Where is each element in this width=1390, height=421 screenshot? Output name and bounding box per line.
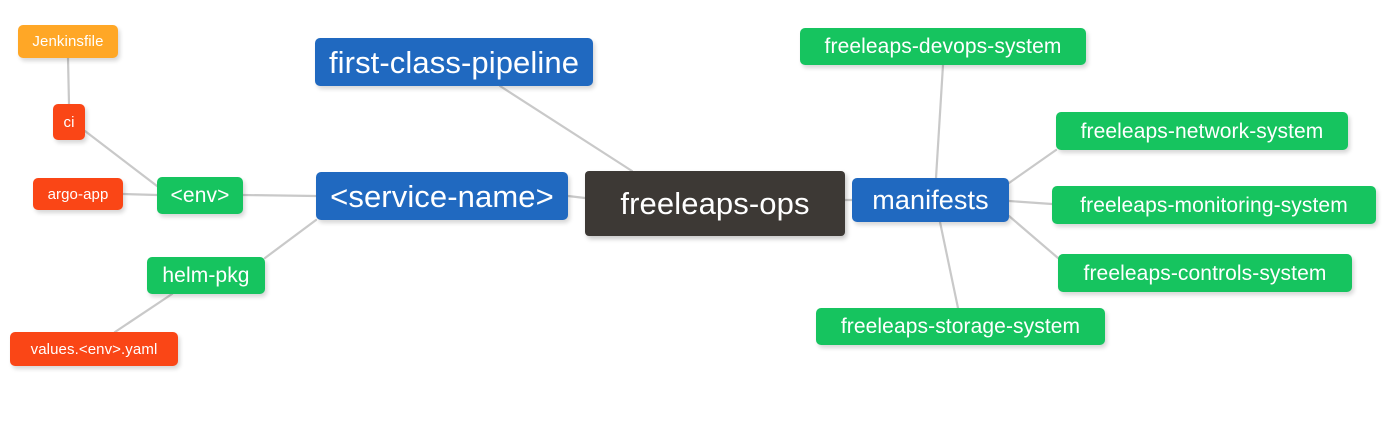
node-label: freeleaps-storage-system [840,315,1081,338]
edge-service-name-to-freeleaps-ops [566,194,587,200]
edge-helm-pkg-to-values-yaml [113,292,174,334]
edge-env-to-service-name [241,193,318,198]
node-freeleaps-storage-system[interactable]: freeleaps-storage-system [816,308,1105,345]
node-first-class-pipeline[interactable]: first-class-pipeline [315,38,593,86]
edge-manifests-to-freeleaps-monitoring-system [1007,199,1054,206]
node-label: freeleaps-monitoring-system [1080,193,1348,217]
node-label: <service-name> [330,178,554,214]
node-jenkinsfile[interactable]: Jenkinsfile [18,25,118,58]
edge-manifests-to-freeleaps-storage-system [938,220,960,310]
node-label: Jenkinsfile [32,33,104,50]
node-freeleaps-devops-system[interactable]: freeleaps-devops-system [800,28,1086,65]
node-freeleaps-monitoring-system[interactable]: freeleaps-monitoring-system [1052,186,1376,224]
node-label: <env> [170,184,230,207]
node-env[interactable]: <env> [157,177,243,214]
edge-service-name-to-helm-pkg [263,218,318,260]
node-freeleaps-network-system[interactable]: freeleaps-network-system [1056,112,1348,150]
node-manifests[interactable]: manifests [852,178,1009,222]
node-label: ci [63,113,75,131]
node-label: freeleaps-ops [620,186,810,221]
node-label: freeleaps-devops-system [824,35,1062,58]
edge-jenkinsfile-to-ci [66,56,71,106]
edge-first-class-pipeline-to-freeleaps-ops [498,84,634,173]
node-label: freeleaps-network-system [1080,119,1324,143]
node-freeleaps-controls-system[interactable]: freeleaps-controls-system [1058,254,1352,292]
node-freeleaps-ops[interactable]: freeleaps-ops [585,171,845,236]
node-label: values.<env>.yaml [30,340,158,358]
edge-manifests-to-freeleaps-controls-system [1007,214,1060,260]
node-label: helm-pkg [162,264,250,287]
node-label: argo-app [47,185,109,203]
node-values-yaml[interactable]: values.<env>.yaml [10,332,178,366]
edge-manifests-to-freeleaps-devops-system [934,63,945,180]
node-label: manifests [872,184,989,215]
edge-manifests-to-freeleaps-network-system [1007,148,1058,185]
node-label: first-class-pipeline [328,44,580,80]
node-helm-pkg[interactable]: helm-pkg [147,257,265,294]
node-service-name[interactable]: <service-name> [316,172,568,220]
node-argo-app[interactable]: argo-app [33,178,123,210]
node-label: freeleaps-controls-system [1083,261,1327,285]
node-ci[interactable]: ci [53,104,85,140]
edge-argo-app-to-env [121,192,159,197]
